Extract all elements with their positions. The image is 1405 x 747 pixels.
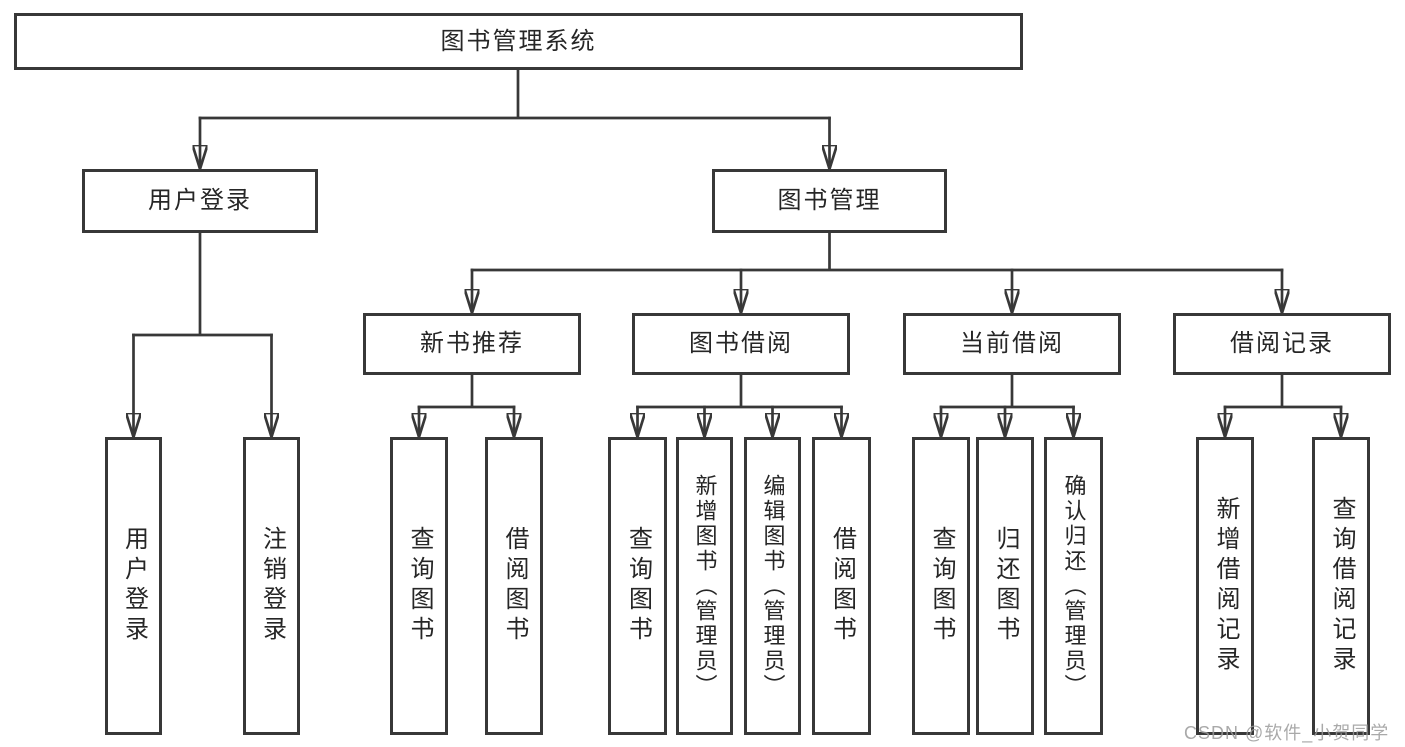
leaf-query-book-2: 查询图书 — [608, 437, 667, 735]
leaf-return-book-label: 归还图书 — [992, 526, 1019, 646]
leaf-query-borrow-record-label: 查询借阅记录 — [1328, 496, 1355, 676]
connector-records-trunk — [1223, 373, 1343, 409]
leaf-add-borrow-record-label: 新增借阅记录 — [1212, 496, 1239, 676]
leaf-borrow-book-2: 借阅图书 — [812, 437, 871, 735]
leaf-query-book-2-label: 查询图书 — [624, 526, 652, 646]
node-new-book-recommend-label: 新书推荐 — [420, 330, 524, 357]
leaf-add-borrow-record: 新增借阅记录 — [1196, 437, 1254, 735]
leaf-user-login-label: 用户登录 — [120, 526, 148, 646]
leaf-logout-label: 注销登录 — [258, 526, 286, 646]
leaf-query-book-1-label: 查询图书 — [406, 526, 433, 646]
leaf-add-book-admin-label: 新增图书（管理员） — [692, 473, 718, 699]
watermark: CSDN @软件_小贺同学 — [1184, 723, 1390, 743]
node-borrowing-records: 借阅记录 — [1173, 313, 1391, 375]
leaf-confirm-return-admin: 确认归还（管理员） — [1044, 437, 1103, 735]
leaf-query-book-3: 查询图书 — [912, 437, 970, 735]
leaf-edit-book-admin: 编辑图书（管理员） — [744, 437, 801, 735]
leaf-query-book-1: 查询图书 — [390, 437, 448, 735]
node-library-system: 图书管理系统 — [14, 13, 1023, 70]
leaf-borrow-book-1: 借阅图书 — [485, 437, 543, 735]
connector-new-book-trunk — [417, 373, 516, 409]
leaf-borrow-book-2-label: 借阅图书 — [828, 526, 856, 646]
node-borrowing-records-label: 借阅记录 — [1230, 330, 1334, 357]
leaf-query-book-3-label: 查询图书 — [928, 526, 955, 646]
connector-book-mgmt-trunk — [470, 231, 1284, 272]
node-user-login: 用户登录 — [82, 169, 318, 233]
connector-user-login-trunk — [132, 231, 273, 337]
node-book-management-label: 图书管理 — [777, 187, 882, 214]
leaf-edit-book-admin-label: 编辑图书（管理员） — [760, 473, 786, 699]
node-book-borrowing-label: 图书借阅 — [689, 330, 793, 357]
leaf-return-book: 归还图书 — [976, 437, 1034, 735]
connector-root-trunk — [198, 68, 831, 120]
node-user-login-label: 用户登录 — [148, 187, 252, 214]
node-library-system-label: 图书管理系统 — [440, 27, 597, 55]
leaf-confirm-return-admin-label: 确认归还（管理员） — [1061, 473, 1087, 699]
leaf-logout: 注销登录 — [243, 437, 300, 735]
node-book-borrowing: 图书借阅 — [632, 313, 850, 375]
node-current-borrowing: 当前借阅 — [903, 313, 1121, 375]
connector-current-trunk — [939, 373, 1075, 409]
leaf-add-book-admin: 新增图书（管理员） — [676, 437, 733, 735]
connector-book-borrow-trunk — [636, 373, 843, 409]
node-book-management: 图书管理 — [712, 169, 947, 233]
node-current-borrowing-label: 当前借阅 — [960, 330, 1064, 357]
leaf-user-login: 用户登录 — [105, 437, 162, 735]
node-new-book-recommend: 新书推荐 — [363, 313, 581, 375]
leaf-query-borrow-record: 查询借阅记录 — [1312, 437, 1370, 735]
leaf-borrow-book-1-label: 借阅图书 — [501, 526, 528, 646]
